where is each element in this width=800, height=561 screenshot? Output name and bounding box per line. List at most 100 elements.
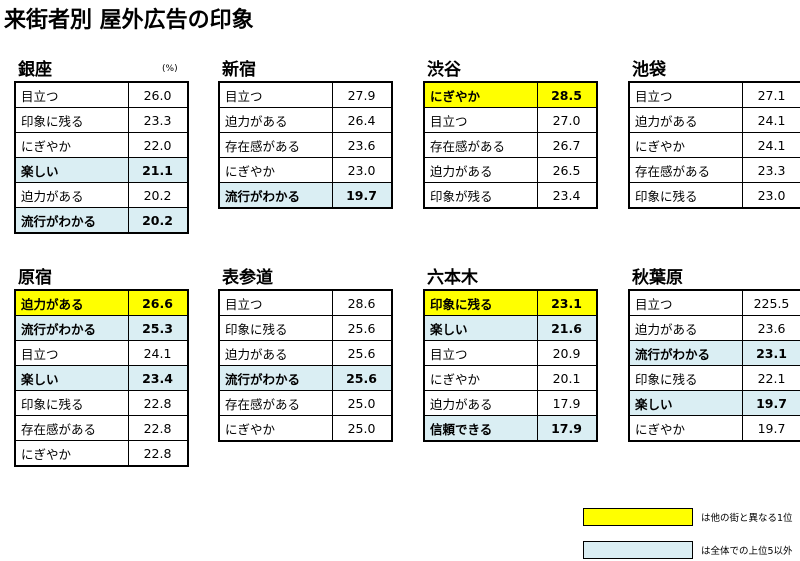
impression-label: 印象に残る (14, 107, 129, 133)
impression-value: 26.5 (536, 157, 597, 183)
impression-label: 存在感がある (423, 132, 538, 158)
impression-value: 24.1 (741, 107, 800, 133)
impression-value: 20.2 (127, 182, 188, 208)
impression-value: 21.1 (127, 157, 188, 183)
legend-swatch-yellow (583, 508, 693, 526)
page-title: 来街者別 屋外広告の印象 (4, 8, 254, 33)
impression-label: 目立つ (218, 81, 333, 108)
impression-label: 目立つ (218, 289, 333, 316)
impression-value: 26.7 (536, 132, 597, 158)
impression-value: 22.8 (127, 390, 188, 416)
impression-label: 迫力がある (218, 340, 333, 366)
impression-label: 目立つ (628, 81, 743, 108)
impression-value: 23.6 (741, 315, 800, 341)
impression-label: 存在感がある (628, 157, 743, 183)
impression-label: 楽しい (14, 365, 129, 391)
impression-value: 23.1 (741, 340, 800, 366)
impression-label: にぎやか (628, 415, 743, 442)
impression-value: 23.4 (536, 182, 597, 209)
legend-label-yellow: は他の街と異なる1位 (701, 513, 793, 524)
impression-label: 迫力がある (628, 107, 743, 133)
impression-label: 印象に残る (628, 182, 743, 209)
impression-label: 印象が残る (423, 182, 538, 209)
impression-value: 20.9 (536, 340, 597, 366)
impression-label: 印象に残る (14, 390, 129, 416)
impression-value: 21.6 (536, 315, 597, 341)
impression-label: 迫力がある (423, 157, 538, 183)
district-name: 新宿 (222, 60, 256, 80)
impression-label: 迫力がある (14, 289, 129, 316)
impression-value: 19.7 (741, 390, 800, 416)
impression-label: 目立つ (423, 107, 538, 133)
district-name: 池袋 (632, 60, 666, 80)
impression-label: 印象に残る (423, 289, 538, 316)
impression-value: 24.1 (741, 132, 800, 158)
impression-label: 印象に残る (628, 365, 743, 391)
district-name: 六本木 (427, 268, 478, 288)
impression-value: 25.6 (331, 315, 392, 341)
impression-value: 26.6 (127, 289, 188, 316)
impression-value: 27.0 (536, 107, 597, 133)
impression-label: 楽しい (628, 390, 743, 416)
impression-label: 流行がわかる (14, 315, 129, 341)
impression-label: 流行がわかる (218, 182, 333, 209)
impression-label: 楽しい (14, 157, 129, 183)
impression-label: にぎやか (423, 365, 538, 391)
impression-value: 27.1 (741, 81, 800, 108)
impression-label: にぎやか (218, 415, 333, 442)
impression-label: 迫力がある (14, 182, 129, 208)
impression-value: 22.8 (127, 415, 188, 441)
district-name: 表参道 (222, 268, 273, 288)
impression-value: 19.7 (331, 182, 392, 209)
impression-value: 28.5 (536, 81, 597, 108)
impression-label: 流行がわかる (628, 340, 743, 366)
impression-value: 24.1 (127, 340, 188, 366)
district-name: 銀座 (18, 60, 52, 80)
impression-label: 迫力がある (218, 107, 333, 133)
impression-value: 26.4 (331, 107, 392, 133)
impression-value: 23.1 (536, 289, 597, 316)
impression-value: 25.0 (331, 415, 392, 442)
impression-value: 25.6 (331, 340, 392, 366)
district-name: 渋谷 (427, 60, 461, 80)
impression-value: 27.9 (331, 81, 392, 108)
impression-label: 存在感がある (218, 132, 333, 158)
impression-label: にぎやか (14, 132, 129, 158)
impression-value: 25.3 (127, 315, 188, 341)
legend-swatch-blue (583, 541, 693, 559)
impression-value: 22.8 (127, 440, 188, 467)
impression-value: 20.1 (536, 365, 597, 391)
impression-value: 22.1 (741, 365, 800, 391)
